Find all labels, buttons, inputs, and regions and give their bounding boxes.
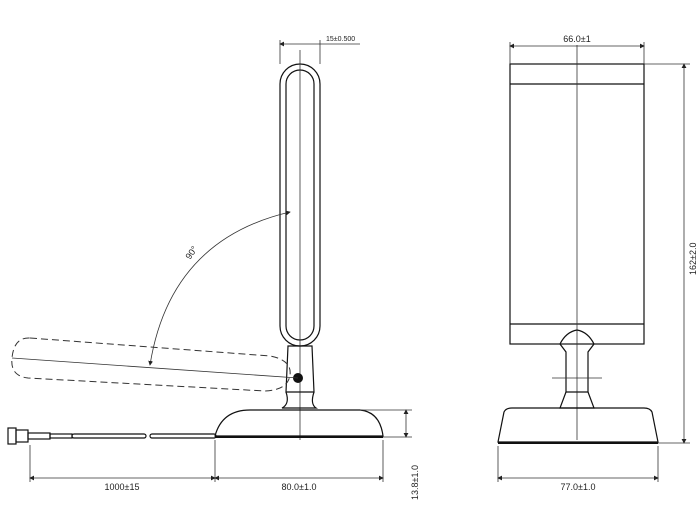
blade-width-dimension: 15±0.500 bbox=[326, 36, 355, 43]
base-width-dimension: 77.0±1.0 bbox=[561, 482, 596, 492]
angle-arc bbox=[148, 210, 291, 366]
cable-length-dimension: 1000±15 bbox=[105, 482, 140, 492]
front-hinge bbox=[559, 329, 595, 393]
tilt-angle-label: 90° bbox=[183, 244, 199, 261]
base-height-dimension: 13.8±1.0 bbox=[410, 465, 420, 500]
panel-width-dimension: 66.0±1 bbox=[563, 34, 590, 44]
folded-antenna-outline bbox=[11, 337, 291, 392]
side-view: 90° 15±0.500 1000±15 80.0±1.0 13.8±1.0 bbox=[7, 36, 420, 500]
front-view: 66.0±1 162±2.0 77.0±1.0 bbox=[497, 34, 698, 492]
base-length-dimension: 80.0±1.0 bbox=[282, 482, 317, 492]
total-height-dimension: 162±2.0 bbox=[688, 243, 698, 275]
cable-connector bbox=[7, 427, 217, 445]
magnetic-base bbox=[214, 409, 384, 437]
front-base bbox=[497, 407, 659, 443]
